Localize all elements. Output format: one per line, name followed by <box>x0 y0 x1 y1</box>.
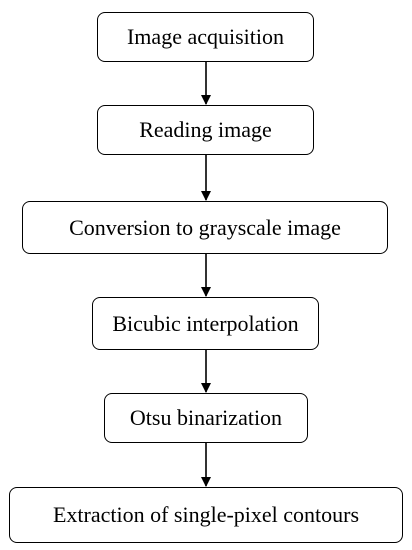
step-bicubic-interpolation: Bicubic interpolation <box>92 297 319 350</box>
step-label: Reading image <box>139 117 272 142</box>
step-label: Image acquisition <box>126 24 284 49</box>
step-label: Extraction of single-pixel contours <box>52 502 360 527</box>
step-label: Otsu binarization <box>129 405 283 430</box>
step-grayscale-conversion: Conversion to grayscale image <box>22 201 388 254</box>
step-label: Bicubic interpolation <box>112 310 299 336</box>
step-contour-extraction: Extraction of single-pixel contours <box>9 487 403 543</box>
step-image-acquisition: Image acquisition <box>97 12 314 62</box>
step-label: Conversion to grayscale image <box>69 214 341 240</box>
step-reading-image: Reading image <box>97 105 314 155</box>
step-otsu-binarization: Otsu binarization <box>104 393 308 443</box>
